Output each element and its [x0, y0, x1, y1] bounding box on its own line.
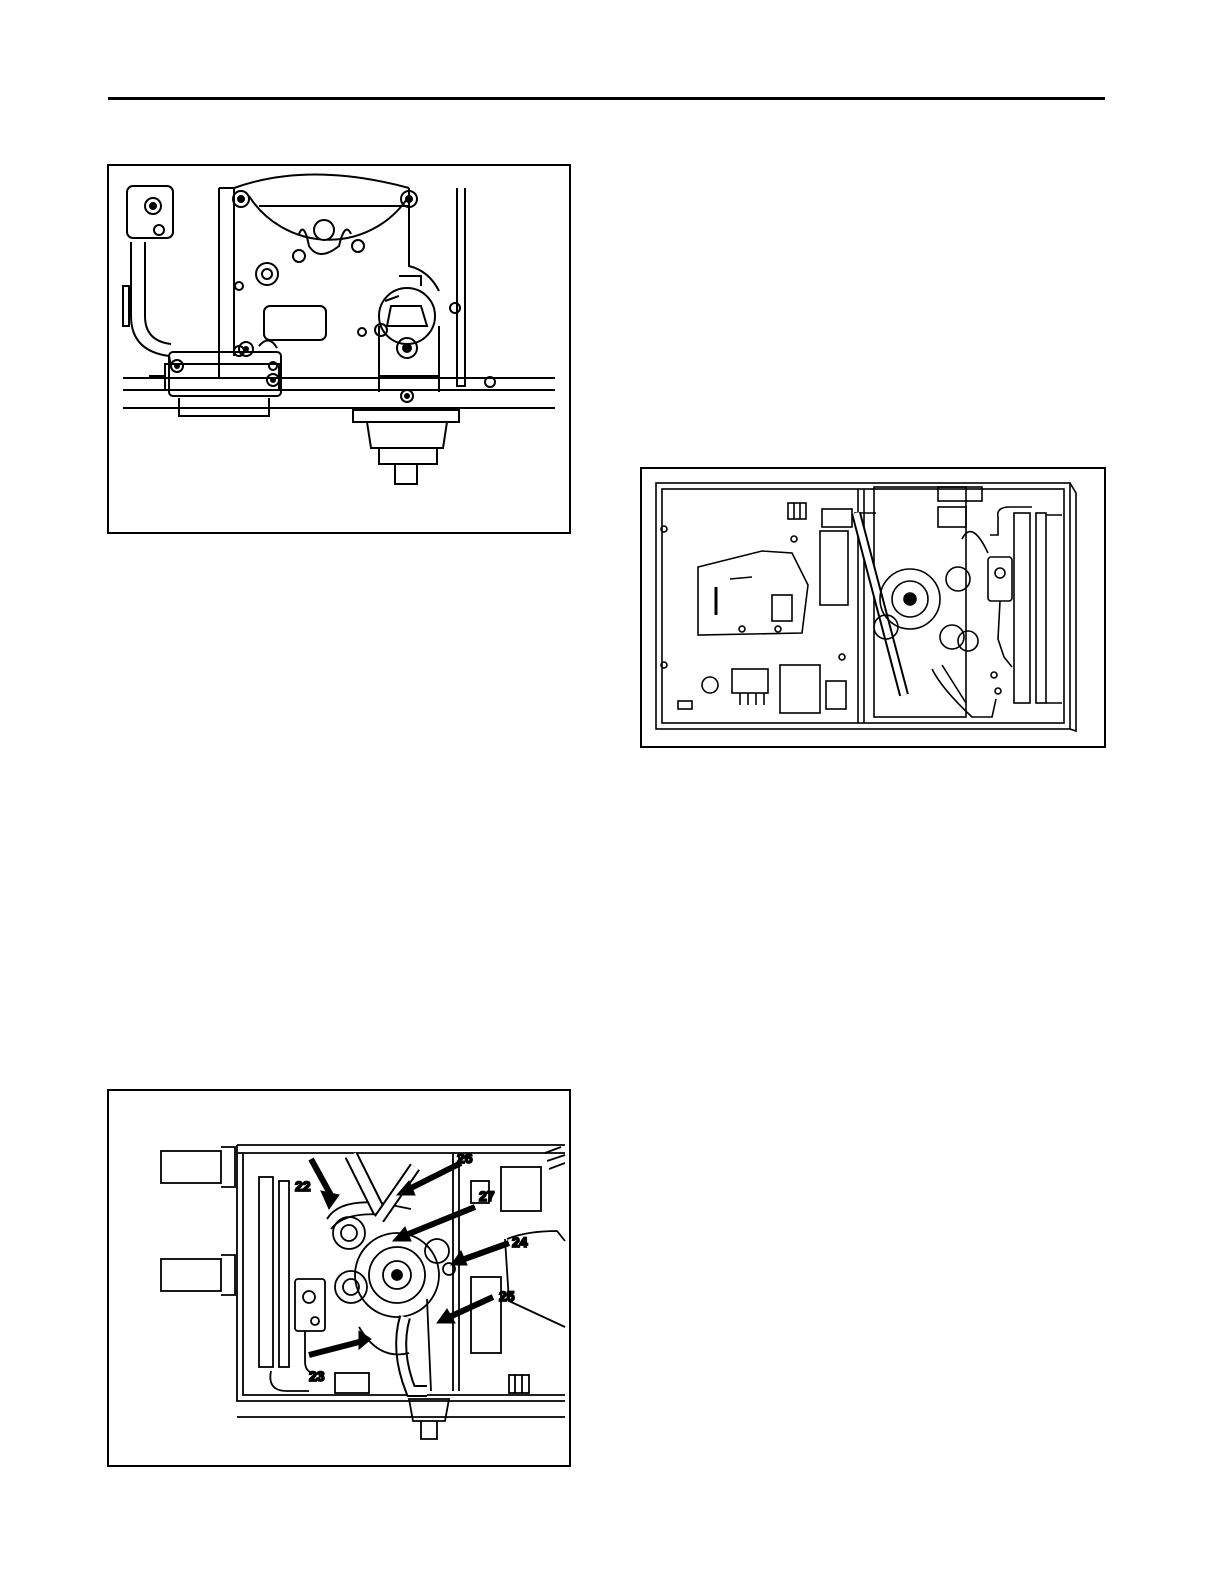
callout-23: 23 — [309, 1368, 325, 1384]
figure-inducer-detail — [107, 164, 571, 534]
burner-callout-drawing: 22 23 24 25 26 27 — [109, 1091, 569, 1465]
callout-27: 27 — [479, 1188, 495, 1204]
callout-22: 22 — [295, 1178, 311, 1194]
inducer-detail-drawing — [109, 166, 569, 532]
header-rule — [108, 97, 1105, 100]
callout-25: 25 — [499, 1288, 515, 1304]
figure-burner-callouts: 22 23 24 25 26 27 — [107, 1089, 571, 1467]
callout-26: 26 — [457, 1150, 473, 1166]
figure-control-compartment — [640, 467, 1106, 748]
callout-24: 24 — [512, 1234, 528, 1250]
control-compartment-drawing — [642, 469, 1104, 746]
